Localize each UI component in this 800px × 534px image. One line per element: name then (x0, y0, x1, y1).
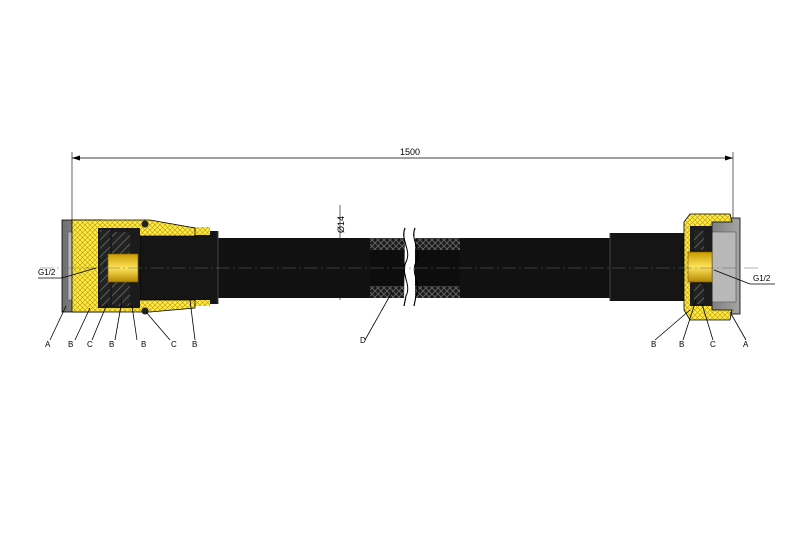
callout-label: B (192, 340, 197, 349)
callout-label: C (87, 340, 93, 349)
callouts-middle: D (360, 336, 366, 345)
length-label: 1500 (400, 147, 420, 157)
hose-body (215, 227, 610, 307)
callout-label: B (109, 340, 114, 349)
right-brass-insert (687, 251, 713, 283)
callouts-left: A B C B B C B (45, 340, 197, 349)
hose-section-left (370, 238, 405, 250)
left-ferrule (140, 227, 219, 306)
callout-label: B (651, 340, 656, 349)
callout-label: D (360, 336, 366, 345)
length-dimension: 1500 (71, 147, 734, 225)
callout-label: C (171, 340, 177, 349)
callout-leaders (49, 291, 747, 341)
callout-label: C (710, 340, 716, 349)
thread-right: G1/2 (713, 269, 775, 285)
hose-section-right (415, 238, 460, 250)
thread-right-label: G1/2 (753, 274, 771, 283)
callouts-right: B B C A (651, 340, 749, 349)
callout-label: B (68, 340, 73, 349)
right-nut (683, 213, 741, 321)
right-ferrule (609, 233, 690, 301)
callout-label: B (679, 340, 684, 349)
callout-label: A (743, 340, 749, 349)
callout-label: B (141, 340, 146, 349)
thread-left-label: G1/2 (38, 268, 56, 277)
callout-label: A (45, 340, 51, 349)
diameter-label: Ø14 (336, 216, 346, 233)
thread-left: G1/2 (38, 267, 97, 279)
